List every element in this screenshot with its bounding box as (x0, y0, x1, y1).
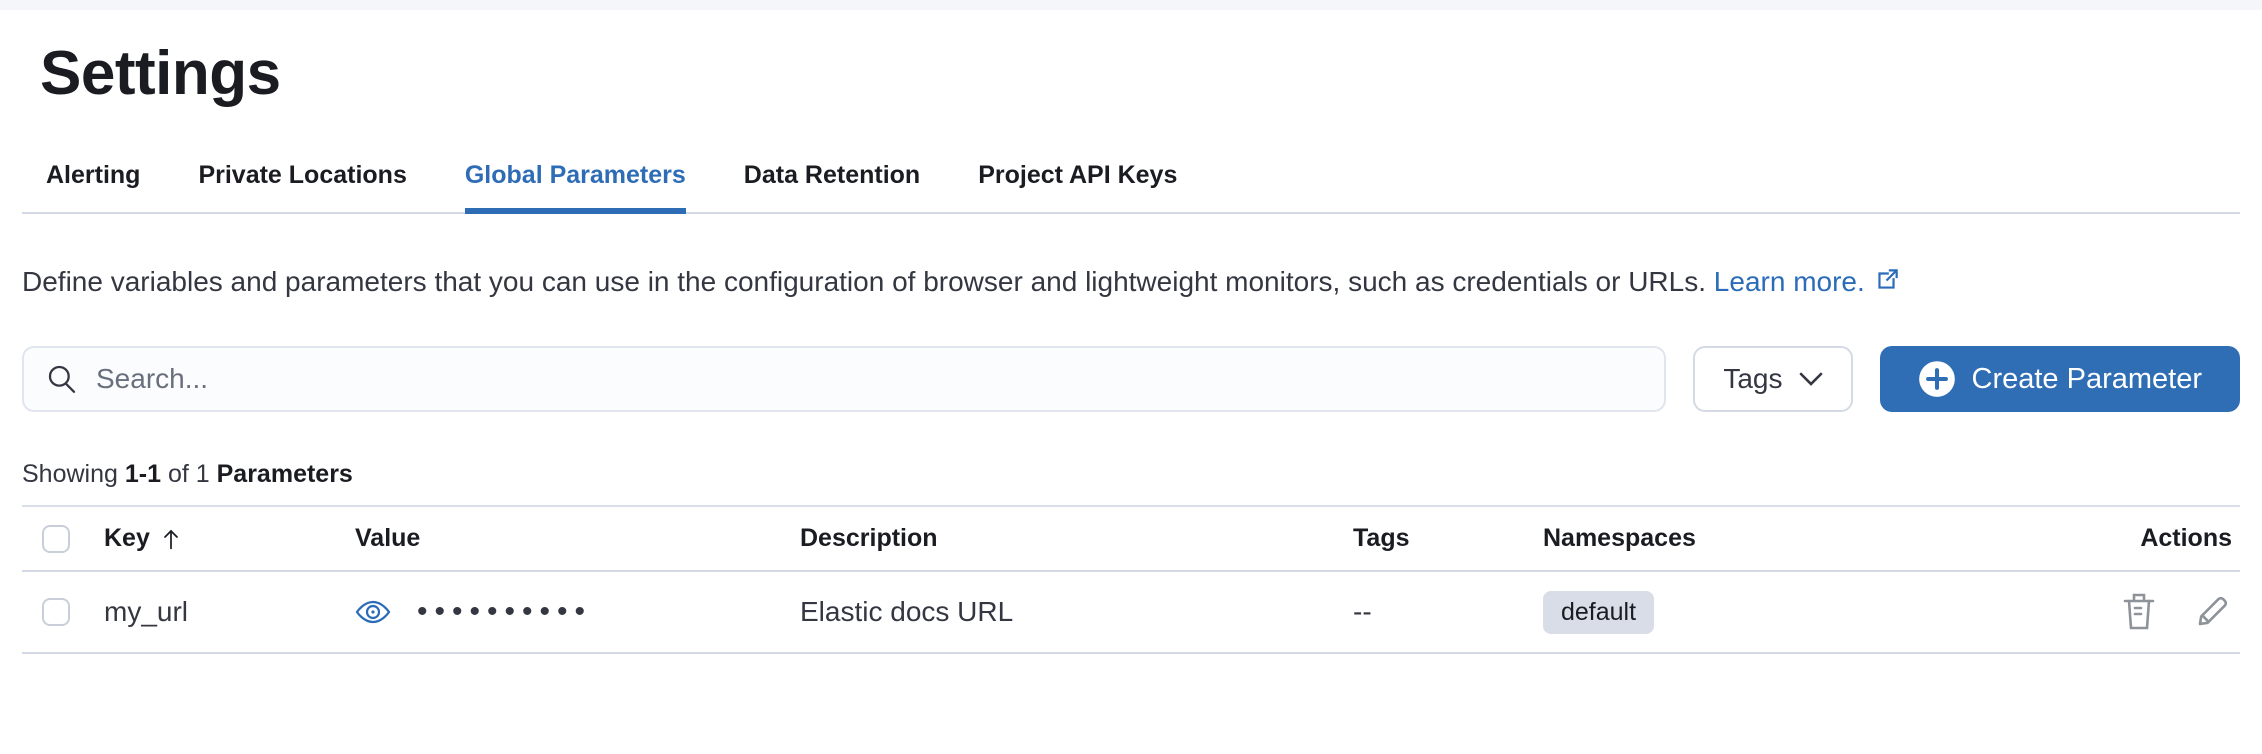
sort-ascending-icon (160, 527, 182, 551)
column-header-tags: Tags (1353, 524, 1410, 552)
masked-value: •••••••••• (417, 595, 593, 628)
results-range: 1-1 (124, 460, 161, 488)
column-header-key[interactable]: Key (104, 524, 355, 553)
reveal-value-button[interactable] (355, 596, 391, 628)
column-header-value: Value (355, 524, 421, 552)
column-header-description: Description (800, 524, 938, 552)
external-link-icon (1874, 260, 1899, 308)
learn-more-link[interactable]: Learn more. (1714, 266, 1899, 297)
chevron-down-icon (1799, 372, 1823, 387)
column-header-namespaces: Namespaces (1543, 524, 1696, 552)
results-total: 1 (195, 460, 210, 488)
row-checkbox[interactable] (42, 598, 70, 626)
tab-data-retention[interactable]: Data Retention (743, 161, 921, 189)
tab-alerting[interactable]: Alerting (46, 161, 141, 189)
results-entity: Parameters (216, 460, 353, 488)
top-strip (0, 0, 2262, 10)
trash-icon (2122, 592, 2156, 632)
search-input[interactable] (96, 363, 1643, 395)
page-description: Define variables and parameters that you… (22, 258, 2182, 308)
create-parameter-label: Create Parameter (1971, 362, 2203, 395)
tab-global-parameters[interactable]: Global Parameters (464, 161, 686, 214)
tags-filter-button[interactable]: Tags (1693, 346, 1853, 412)
results-summary: Showing 1-1 of 1 Parameters (22, 460, 353, 488)
select-all-checkbox[interactable] (42, 524, 70, 553)
tabs-bar: Alerting Private Locations Global Parame… (22, 161, 2240, 214)
page-title: Settings (40, 39, 281, 108)
table-header: Key Value Description Tags Namespaces Ac… (22, 505, 2240, 572)
search-box (22, 346, 1667, 412)
toolbar: Tags Create Parameter (22, 346, 2240, 412)
eye-icon (355, 596, 391, 628)
parameters-table: Key Value Description Tags Namespaces Ac… (22, 505, 2240, 654)
plus-in-circle-icon (1918, 360, 1956, 398)
parameter-description: Elastic docs URL (800, 596, 1014, 627)
namespace-badge: default (1543, 590, 1655, 634)
delete-parameter-button[interactable] (2122, 592, 2156, 632)
parameter-key: my_url (104, 596, 189, 627)
description-text: Define variables and parameters that you… (22, 266, 1707, 297)
pencil-icon (2194, 594, 2230, 630)
edit-parameter-button[interactable] (2194, 594, 2230, 630)
table-row: my_url •••••••••• Elastic docs URL -- de (22, 572, 2240, 654)
tab-project-api-keys[interactable]: Project API Keys (978, 161, 1178, 189)
column-header-actions: Actions (2140, 524, 2232, 552)
create-parameter-button[interactable]: Create Parameter (1879, 346, 2240, 412)
tags-filter-label: Tags (1723, 363, 1783, 394)
tab-private-locations[interactable]: Private Locations (198, 161, 407, 189)
search-icon (46, 363, 78, 395)
settings-page: Settings Alerting Private Locations Glob… (0, 38, 2262, 654)
parameter-tags: -- (1353, 596, 1372, 627)
